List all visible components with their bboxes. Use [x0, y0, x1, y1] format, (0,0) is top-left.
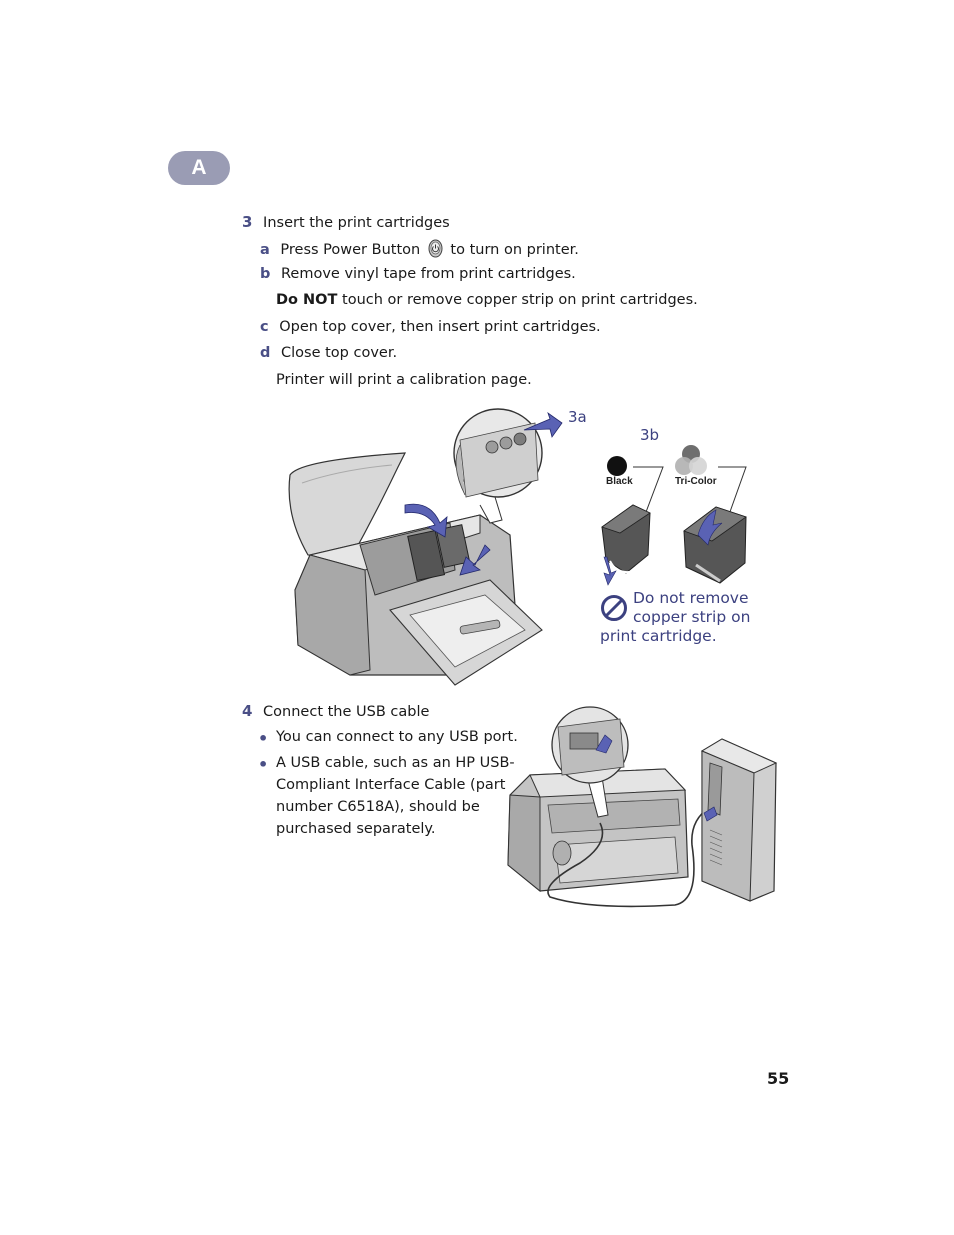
substep-text: Close top cover.	[281, 345, 398, 361]
note-text: Printer will print a calibration page.	[276, 372, 532, 388]
chapter-tab-letter: A	[191, 156, 207, 179]
label-3a: 3a	[568, 408, 587, 426]
step-3-heading: 3 Insert the print cartridges	[242, 213, 450, 231]
bullet-text-line: A USB cable, such as an HP USB-	[276, 755, 515, 771]
tricolor-ink-dots-icon	[675, 445, 707, 475]
substep-letter: d	[260, 345, 271, 361]
step-number: 3	[242, 213, 253, 231]
page-number: 55	[767, 1069, 790, 1088]
caution-line-1: Do not remove	[633, 589, 749, 607]
chapter-tab: A	[168, 151, 230, 185]
black-cartridge-label: Black	[606, 476, 633, 487]
warning-bold: Do NOT	[276, 292, 338, 308]
warning-text: touch or remove copper strip on print ca…	[342, 292, 698, 308]
step-number: 4	[242, 702, 253, 720]
caution-line-3: print cartridge.	[600, 627, 717, 645]
bullet-item: • You can connect to any USB port.	[258, 729, 518, 748]
step-3a: a Press Power Button to turn on printer.	[260, 239, 579, 258]
bullet-text-line: number C6518A), should be	[276, 799, 480, 815]
substep-letter: a	[260, 242, 270, 258]
step-title: Insert the print cartridges	[263, 215, 450, 231]
printer-open-illustration	[288, 408, 563, 686]
substep-letter: c	[260, 319, 269, 335]
bullet-icon: •	[258, 755, 269, 774]
cartridges-illustration	[601, 466, 747, 586]
usb-connection-illustration	[507, 706, 778, 908]
step-4-heading: 4 Connect the USB cable	[242, 702, 429, 720]
substep-text: Press Power Button	[280, 242, 421, 258]
black-ink-dot-icon	[607, 456, 627, 476]
bullet-text: You can connect to any USB port.	[276, 729, 518, 745]
substep-text: Open top cover, then insert print cartri…	[279, 319, 601, 335]
step-3d: d Close top cover.	[260, 345, 397, 361]
bullet-text-line: purchased separately.	[276, 821, 436, 837]
step-3b: b Remove vinyl tape from print cartridge…	[260, 266, 576, 282]
step-title: Connect the USB cable	[263, 704, 430, 720]
substep-letter: b	[260, 266, 271, 282]
prohibition-icon	[601, 595, 627, 621]
tricolor-cartridge-label: Tri-Color	[675, 476, 717, 487]
calibration-note: Printer will print a calibration page.	[276, 372, 532, 388]
bullet-item: •	[258, 755, 268, 774]
bullet-text-line: Compliant Interface Cable (part	[276, 777, 506, 793]
step-3c: c Open top cover, then insert print cart…	[260, 319, 601, 335]
caution-line-2: copper strip on	[633, 608, 751, 626]
substep-text-after: to turn on printer.	[450, 242, 579, 258]
label-3b: 3b	[640, 426, 660, 444]
substep-text: Remove vinyl tape from print cartridges.	[281, 266, 576, 282]
power-button-icon	[428, 239, 443, 258]
bullet-icon: •	[258, 729, 269, 748]
copper-strip-warning: Do NOT touch or remove copper strip on p…	[276, 292, 698, 308]
